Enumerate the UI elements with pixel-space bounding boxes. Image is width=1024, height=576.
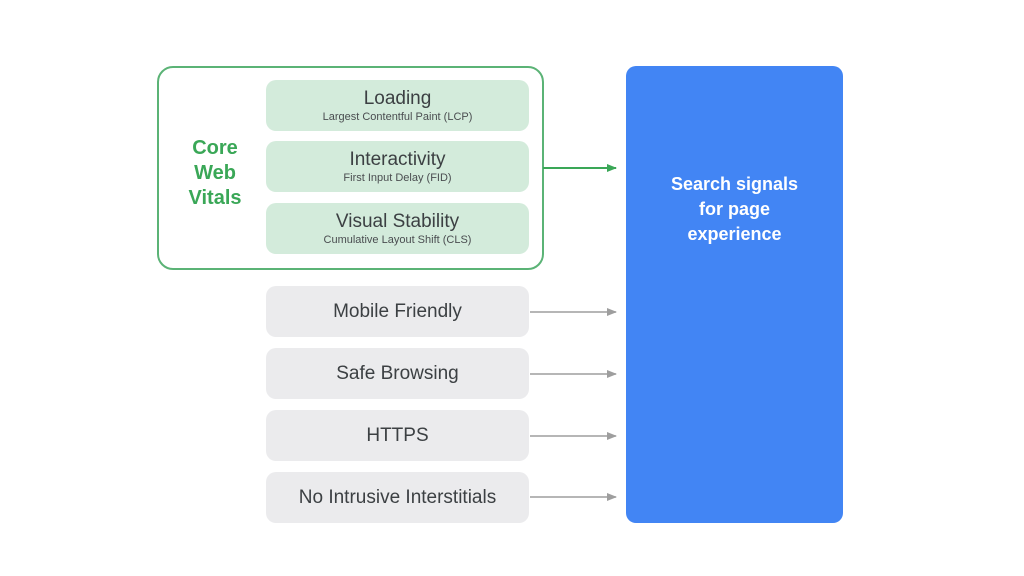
signal-box-no-intrusive-interstitials: No Intrusive Interstitials [266, 472, 529, 523]
cwv-label-line: Vitals [188, 187, 242, 209]
core-web-vitals-label: Core Web Vitals [170, 136, 260, 211]
metric-subtitle: First Input Delay (FID) [343, 171, 452, 184]
metric-title: Interactivity [349, 148, 446, 170]
signal-box-safe-browsing: Safe Browsing [266, 348, 529, 399]
target-label-line: Search signals [670, 174, 799, 194]
signal-box-https: HTTPS [266, 410, 529, 461]
target-label: Search signals for page experience [645, 172, 825, 247]
metric-subtitle: Largest Contentful Paint (LCP) [322, 110, 473, 123]
signal-title: Safe Browsing [336, 362, 459, 384]
metric-subtitle: Cumulative Layout Shift (CLS) [323, 233, 472, 246]
page-experience-target: Search signals for page experience [626, 66, 843, 523]
signal-title: HTTPS [366, 424, 429, 446]
metric-box-loading: Loading Largest Contentful Paint (LCP) [266, 80, 529, 131]
target-label-line: for page [698, 199, 770, 219]
metric-box-interactivity: Interactivity First Input Delay (FID) [266, 141, 529, 192]
cwv-label-line: Core [192, 137, 238, 159]
signal-title: Mobile Friendly [333, 300, 462, 322]
metric-title: Loading [363, 87, 432, 109]
target-label-line: experience [687, 224, 782, 244]
metric-title: Visual Stability [335, 210, 460, 232]
cwv-label-line: Web [194, 162, 236, 184]
metric-box-visual-stability: Visual Stability Cumulative Layout Shift… [266, 203, 529, 254]
signal-title: No Intrusive Interstitials [298, 486, 497, 508]
signal-box-mobile-friendly: Mobile Friendly [266, 286, 529, 337]
